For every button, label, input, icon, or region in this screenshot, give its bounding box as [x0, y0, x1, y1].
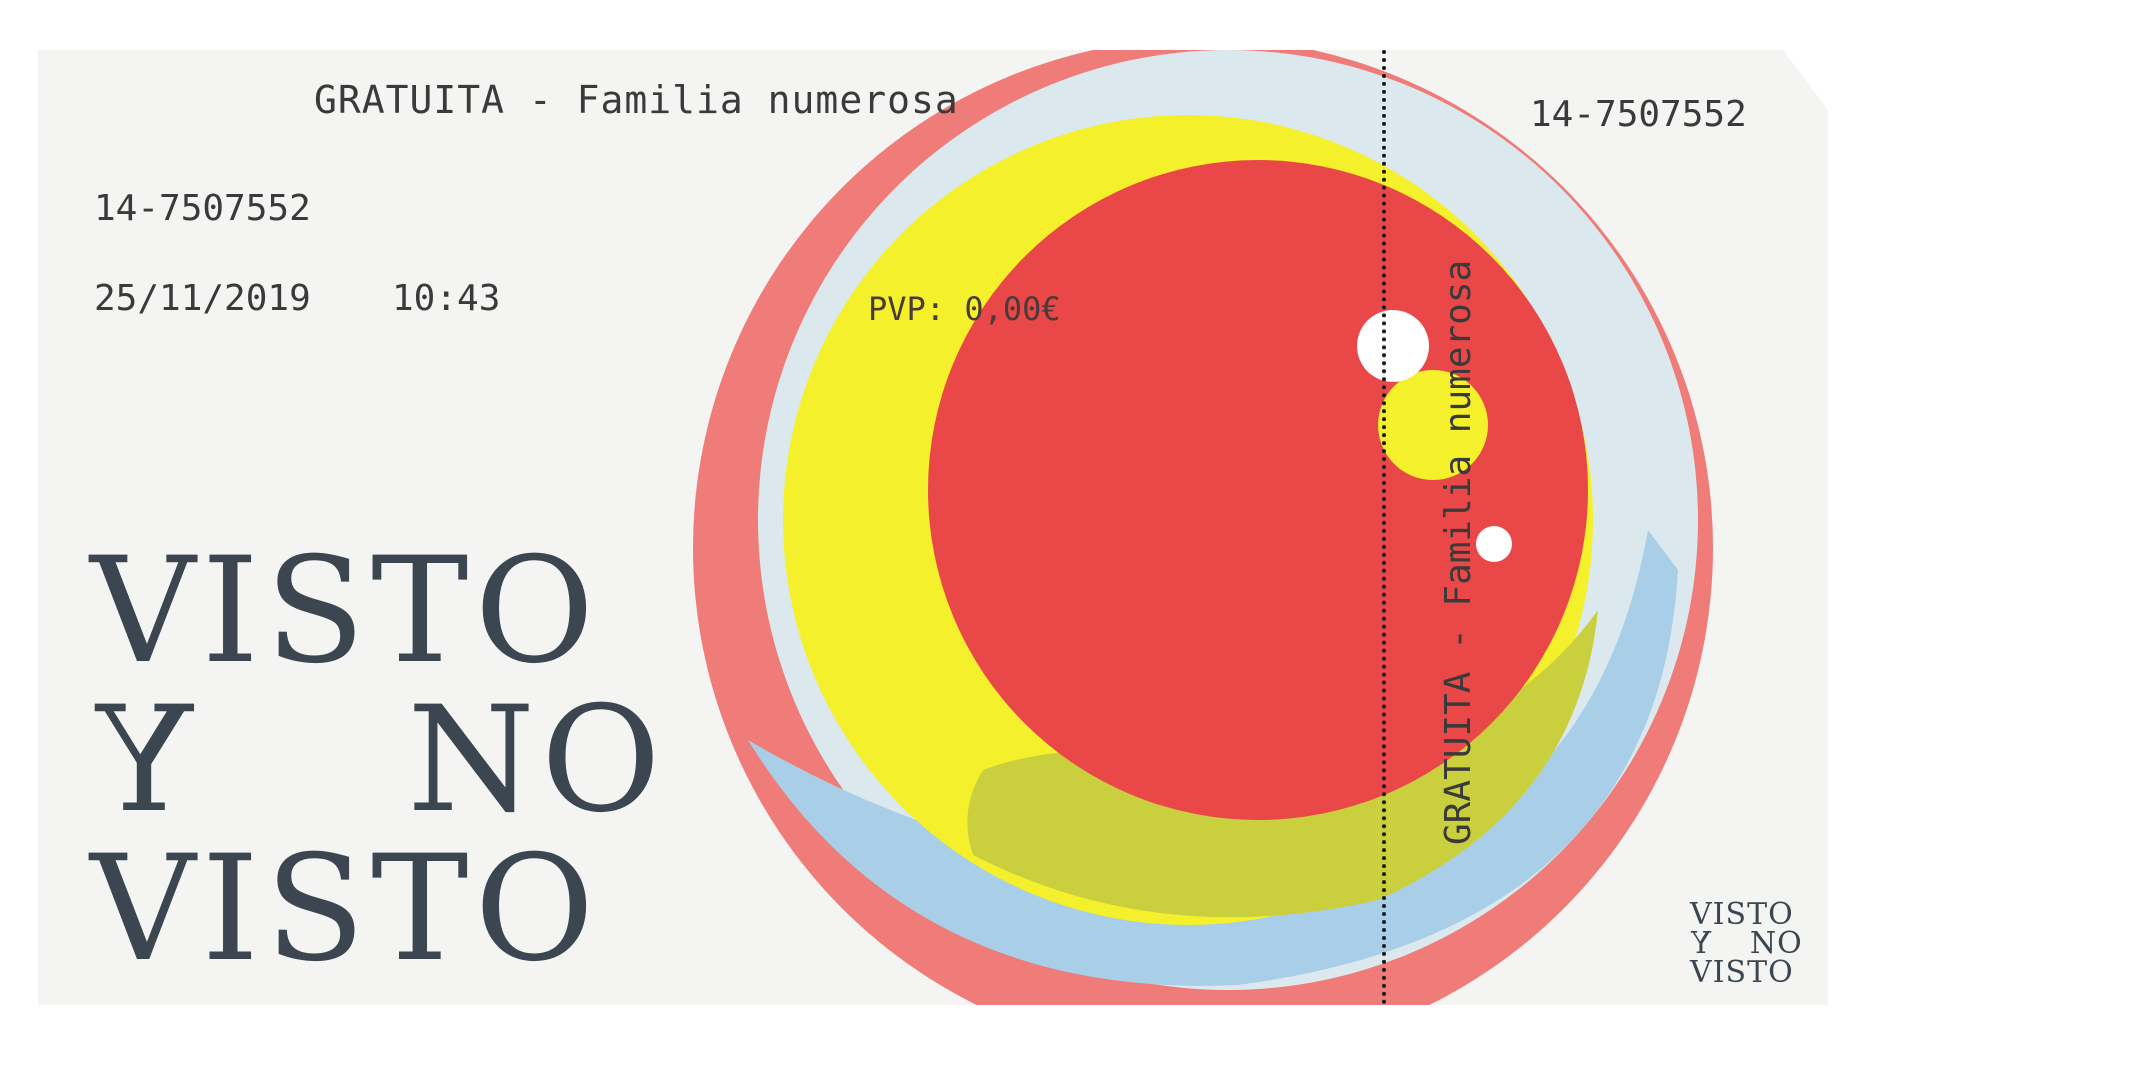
small-yellow-circle	[1378, 370, 1488, 480]
circle-artwork	[693, 50, 1713, 1005]
red-circle	[928, 160, 1588, 820]
stub-number: 14-7507552	[1530, 94, 1747, 135]
stub-title-line-1: VISTO	[1690, 897, 1794, 932]
title-line-2-word: NO	[407, 675, 667, 845]
stub-title-line-3: VISTO	[1690, 955, 1794, 990]
ticket-date: 25/11/2019	[94, 278, 311, 319]
title-line-3: VISTO	[90, 824, 601, 994]
ticket-header: GRATUITA - Familia numerosa	[314, 78, 959, 122]
ticket-time: 10:43	[392, 278, 501, 319]
ticket-price: PVP: 0,00€	[868, 290, 1061, 328]
title-line-1: VISTO	[90, 526, 601, 696]
olive-overlap	[967, 610, 1598, 918]
title-line-2: Y NO	[90, 675, 667, 845]
ticket-number: 14-7507552	[94, 188, 311, 229]
blue-crescent	[748, 530, 1678, 986]
white-dot-large	[1357, 310, 1429, 382]
entry-ticket: GRATUITA - Familia numerosa 14-7507552 2…	[38, 50, 1828, 1005]
white-dot-small	[1476, 526, 1512, 562]
stub-vertical-text: GRATUITA - Familia numerosa	[1438, 259, 1479, 845]
stub-title-line-2-word: NO	[1749, 926, 1803, 961]
perforation-line	[1382, 50, 1386, 1005]
title-reversed-letter: Y	[90, 675, 193, 845]
stub-title-line-2: Y NO	[1690, 926, 1803, 961]
